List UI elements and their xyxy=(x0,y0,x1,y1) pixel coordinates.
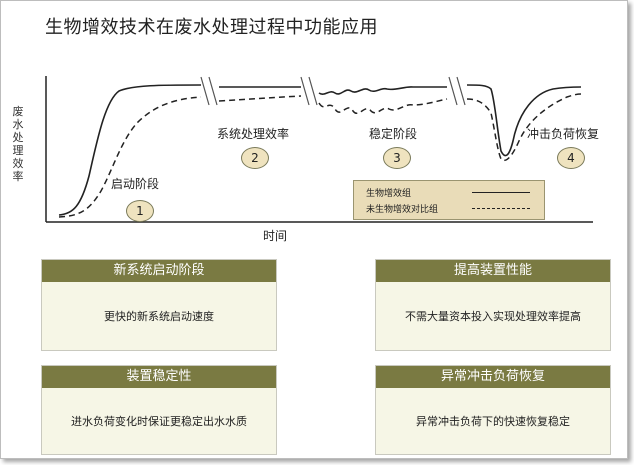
phase-marker-3: 3 xyxy=(383,147,411,169)
box-text: 异常冲击负荷下的快速恢复稳定 xyxy=(416,415,570,428)
bioaugmented-curve xyxy=(58,84,582,216)
legend-dashed-line xyxy=(472,208,530,209)
box-shock-recovery: 异常冲击负荷恢复 异常冲击负荷下的快速恢复稳定 xyxy=(375,365,611,455)
phase-label-efficiency: 系统处理效率 xyxy=(217,127,290,141)
x-axis-label: 时间 xyxy=(263,229,288,243)
legend-label-bioaugmented: 生物增效组 xyxy=(366,189,412,199)
axis-break-1 xyxy=(200,76,218,106)
diagram-frame: 生物增效技术在废水处理过程中功能应用 废水处理效率 时间 启动阶段 1 系统处理… xyxy=(0,0,628,459)
box-performance: 提高装置性能 不需大量资本投入实现处理效率提高 xyxy=(375,259,611,351)
phase-label-startup: 启动阶段 xyxy=(111,177,160,191)
box-heading: 异常冲击负荷恢复 xyxy=(376,366,610,388)
phase-marker-1: 1 xyxy=(126,200,154,222)
box-stability: 装置稳定性 进水负荷变化时保证更稳定出水水质 xyxy=(41,365,277,455)
legend-label-control: 未生物增效对比组 xyxy=(366,205,439,215)
axis-break-3 xyxy=(448,76,466,106)
box-text: 进水负荷变化时保证更稳定出水水质 xyxy=(71,415,247,428)
page-title: 生物增效技术在废水处理过程中功能应用 xyxy=(45,17,378,38)
box-heading: 新系统启动阶段 xyxy=(42,260,276,282)
phase-label-shock-recovery: 冲击负荷恢复 xyxy=(527,127,600,141)
phase-marker-4: 4 xyxy=(557,147,585,169)
box-startup: 新系统启动阶段 更快的新系统启动速度 xyxy=(41,259,277,351)
legend-solid-line xyxy=(472,192,530,193)
phase-label-stable: 稳定阶段 xyxy=(369,127,418,141)
box-heading: 装置稳定性 xyxy=(42,366,276,388)
phase-marker-2: 2 xyxy=(241,147,269,169)
box-text: 不需大量资本投入实现处理效率提高 xyxy=(405,310,581,323)
control-curve xyxy=(58,93,582,218)
y-axis-label: 废水处理效率 xyxy=(12,105,24,183)
box-heading: 提高装置性能 xyxy=(376,260,610,282)
efficiency-chart xyxy=(45,76,593,223)
chart-legend: 生物增效组 未生物增效对比组 xyxy=(353,180,545,220)
box-text: 更快的新系统启动速度 xyxy=(104,310,214,323)
axis-break-2 xyxy=(300,76,318,106)
